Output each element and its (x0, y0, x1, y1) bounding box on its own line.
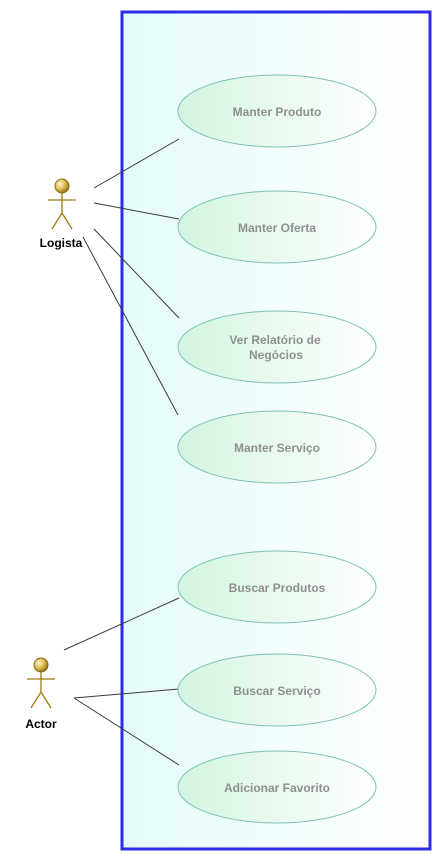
actors: Logista Actor (25, 178, 83, 731)
use-cases: Manter Produto Manter Oferta Ver Relatór… (177, 74, 377, 824)
association-logista-manter-servico[interactable] (82, 236, 179, 416)
usecase-manter-servico[interactable]: Manter Serviço (177, 410, 377, 484)
usecase-buscar-produtos[interactable]: Buscar Produtos (177, 550, 377, 624)
association-logista-manter-oferta[interactable] (93, 202, 180, 220)
usecase-label: Ver Relatório de (229, 333, 321, 347)
usecase-label: Buscar Serviço (233, 684, 320, 698)
usecase-buscar-servico[interactable]: Buscar Serviço (177, 653, 377, 727)
associations (63, 138, 180, 766)
association-logista-manter-produto[interactable] (93, 138, 180, 189)
actor-label: Logista (40, 236, 83, 250)
usecase-adicionar-favorito[interactable]: Adicionar Favorito (177, 750, 377, 824)
association-logista-ver-relatorio[interactable] (93, 228, 180, 319)
usecase-label: Manter Serviço (234, 441, 320, 455)
usecase-ver-relatorio-de-negocios[interactable]: Ver Relatório de Negócios (177, 310, 377, 384)
usecase-manter-oferta[interactable]: Manter Oferta (177, 190, 377, 264)
actor-label: Actor (25, 717, 57, 731)
usecase-label: Negócios (249, 348, 303, 362)
association-actor-adicionar-favorito[interactable] (73, 697, 180, 766)
actor-logista[interactable]: Logista (40, 178, 83, 250)
association-actor-buscar-produtos[interactable] (63, 597, 180, 651)
usecase-label: Manter Oferta (238, 221, 316, 235)
actor-actor[interactable]: Actor (25, 657, 57, 731)
usecase-label: Buscar Produtos (229, 581, 326, 595)
stick-figure-icon (48, 178, 76, 230)
stick-figure-icon (27, 657, 55, 709)
usecase-label: Manter Produto (233, 105, 322, 119)
usecase-manter-produto[interactable]: Manter Produto (177, 74, 377, 148)
usecase-label: Adicionar Favorito (224, 781, 330, 795)
association-actor-buscar-servico[interactable] (73, 688, 180, 699)
